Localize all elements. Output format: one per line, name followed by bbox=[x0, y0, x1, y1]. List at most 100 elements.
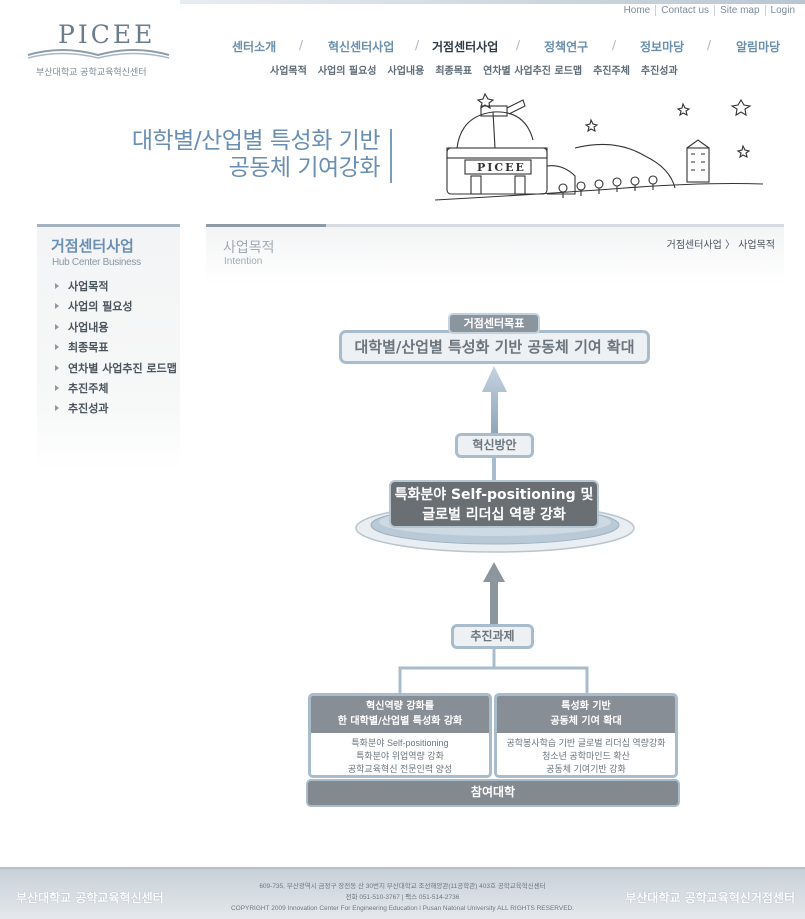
tasks-label: 추진과제 bbox=[451, 624, 534, 649]
lnb-menu: 사업목적 사업의 필요성 사업내용 최종목표 연차별 사업추진 로드맵 추진주체… bbox=[55, 279, 177, 422]
up-arrow-core bbox=[483, 562, 505, 624]
task-left-title1: 혁신역량 강화를 bbox=[366, 701, 434, 712]
nav-divider: / bbox=[707, 38, 712, 52]
lnb-item-content[interactable]: 사업내용 bbox=[55, 320, 177, 340]
nav-hub-center[interactable]: 거점센터사업 bbox=[432, 40, 499, 54]
task-box-left: 혁신역량 강화를 한 대학별/산업별 특성화 강화 특화분야 Self-posi… bbox=[308, 693, 492, 778]
task-left-item: 특화분야 위업역량 강화 bbox=[356, 751, 444, 761]
task-right-title1: 특성화 기반 bbox=[561, 701, 611, 712]
task-right-title2: 공동체 기여 확대 bbox=[550, 716, 622, 727]
subnav-item[interactable]: 사업내용 bbox=[387, 66, 425, 77]
lnb-item-purpose[interactable]: 사업목적 bbox=[55, 279, 177, 299]
open-book-icon bbox=[27, 49, 170, 59]
nav-innovation-center[interactable]: 혁신센터사업 bbox=[328, 40, 395, 54]
lnb-item-necessity[interactable]: 사업의 필요성 bbox=[55, 299, 177, 319]
core-strategy-box: 특화분야 Self-positioning 및 글로벌 리더십 역량 강화 bbox=[389, 480, 599, 528]
task-right-item: 청소년 공학마인드 확산 bbox=[542, 751, 630, 761]
page-subtitle: Intention bbox=[224, 256, 263, 267]
lnb-item-organizer[interactable]: 추진주체 bbox=[55, 381, 177, 401]
task-left-item: 특화분야 Self-positioning bbox=[351, 738, 449, 748]
lnb-item-label: 추진성과 bbox=[68, 402, 109, 416]
up-arrow-goal bbox=[482, 366, 507, 433]
footer-org-right: 부산대학교 공학교육혁신거점센터 bbox=[625, 891, 795, 905]
lnb-item-label: 추진주체 bbox=[68, 381, 109, 395]
subnav-item[interactable]: 추진주체 bbox=[593, 66, 630, 77]
hub-center-goal-label: 거점센터목표 bbox=[448, 313, 540, 334]
task-right-item: 공동체 기여기반 강화 bbox=[546, 764, 626, 774]
nav-divider: / bbox=[415, 38, 420, 52]
task-right-header: 특성화 기반 공동체 기여 확대 bbox=[497, 696, 675, 733]
bullet-arrow-icon bbox=[55, 384, 59, 391]
lnb-item-final-goal[interactable]: 최종목표 bbox=[55, 340, 177, 360]
login-link[interactable]: Login bbox=[770, 5, 795, 16]
sitemap-link[interactable]: Site map bbox=[715, 5, 766, 16]
visual-divider bbox=[390, 129, 392, 183]
content-header: 사업목적 Intention 거점센터사업 〉 사업목적 bbox=[206, 224, 784, 284]
lnb-subtitle: Hub Center Business bbox=[52, 257, 141, 268]
innovation-plan-label: 혁신방안 bbox=[455, 433, 534, 458]
lnb-item-label: 연차별 사업추진 로드맵 bbox=[68, 361, 177, 375]
lnb-item-label: 사업의 필요성 bbox=[68, 300, 133, 314]
page-title: 사업목적 bbox=[223, 240, 275, 256]
task-left-title2: 한 대학별/산업별 특성화 강화 bbox=[337, 716, 463, 727]
utility-links: Home Contact us Site map Login bbox=[619, 5, 795, 16]
subnav-item[interactable]: 추진성과 bbox=[640, 66, 678, 77]
core-strategy-line1: 특화분야 Self-positioning 및 bbox=[394, 487, 594, 503]
participating-universities-bar: 참여대학 bbox=[306, 779, 680, 807]
nav-info[interactable]: 정보마당 bbox=[640, 40, 685, 54]
nav-notice[interactable]: 알림마당 bbox=[736, 40, 781, 54]
task-box-right: 특성화 기반 공동체 기여 확대 공학봉사학습 기반 글로벌 리더십 역량강화 … bbox=[494, 693, 678, 778]
footer-contact: 전화 051-510-3767 | 팩스 051-514-2736 bbox=[345, 894, 460, 901]
task-right-item: 공학봉사학습 기반 글로벌 리더십 역량강화 bbox=[506, 738, 666, 748]
subnav-item[interactable]: 사업의 필요성 bbox=[317, 66, 377, 77]
lnb-item-label: 사업목적 bbox=[68, 280, 109, 293]
left-navigation: 거점센터사업 Hub Center Business 사업목적 사업의 필요성 … bbox=[37, 224, 180, 470]
lnb-item-results[interactable]: 추진성과 bbox=[55, 401, 177, 421]
bullet-arrow-icon bbox=[55, 323, 59, 330]
home-link[interactable]: Home bbox=[619, 5, 657, 16]
observatory-illustration: PICEE bbox=[434, 92, 764, 201]
nav-divider: / bbox=[612, 38, 617, 52]
nav-divider: / bbox=[299, 38, 304, 52]
bullet-arrow-icon bbox=[55, 344, 59, 351]
site-footer: 부산대학교 공학교육혁신센터 609-735, 부산광역시 금정구 장전동 산 … bbox=[0, 867, 805, 919]
sub-navigation: 사업목적 사업의 필요성 사업내용 최종목표 연차별 사업추진 로드맵 추진주체… bbox=[270, 62, 678, 77]
bullet-arrow-icon bbox=[55, 364, 59, 371]
logo-wordmark: PICEE bbox=[58, 20, 156, 49]
logo-subtitle: 부산대학교 공학교육혁신센터 bbox=[36, 68, 147, 78]
footer-org-left: 부산대학교 공학교육혁신센터 bbox=[16, 891, 164, 905]
task-right-body: 공학봉사학습 기반 글로벌 리더십 역량강화 청소년 공학마인드 확산 공동체 … bbox=[497, 733, 675, 775]
lnb-item-roadmap[interactable]: 연차별 사업추진 로드맵 bbox=[55, 361, 177, 381]
visual-slogan-line1: 대학별/산업별 특성화 기반 bbox=[131, 128, 381, 154]
nav-center-intro[interactable]: 센터소개 bbox=[232, 40, 277, 54]
top-accent-bar bbox=[180, 0, 805, 4]
subnav-item[interactable]: 최종목표 bbox=[435, 66, 473, 77]
lnb-title: 거점센터사업 bbox=[51, 237, 134, 255]
core-strategy-line2: 글로벌 리더십 역량 강화 bbox=[422, 507, 566, 523]
bullet-arrow-icon bbox=[55, 303, 59, 310]
bullet-arrow-icon bbox=[55, 283, 59, 289]
task-left-item: 공학교육혁신 전문인력 양성 bbox=[347, 764, 453, 774]
visual-slogan: 대학별/산업별 특성화 기반 공동체 기여강화 bbox=[131, 128, 381, 182]
footer-address: 609-735, 부산광역시 금정구 장전동 산 30번지 부산대학교 조선해양… bbox=[259, 883, 546, 890]
nav-divider: / bbox=[516, 38, 521, 52]
contact-link[interactable]: Contact us bbox=[656, 5, 716, 16]
lnb-item-label: 사업내용 bbox=[68, 320, 109, 334]
main-navigation: 센터소개 / 혁신센터사업 / 거점센터사업 / 정책연구 / 정보마당 / 알… bbox=[232, 38, 792, 56]
nav-policy-research[interactable]: 정책연구 bbox=[544, 40, 589, 54]
footer-copyright: COPYRIGHT 2009 Innovation Center For Eng… bbox=[230, 905, 575, 912]
visual-slogan-line2: 공동체 기여강화 bbox=[228, 155, 381, 181]
subnav-item[interactable]: 사업목적 bbox=[270, 66, 307, 77]
lnb-item-label: 최종목표 bbox=[68, 341, 109, 355]
breadcrumb: 거점센터사업 〉 사업목적 bbox=[666, 240, 775, 251]
subnav-item[interactable]: 연차별 사업추진 로드맵 bbox=[483, 66, 583, 77]
observatory-sign: PICEE bbox=[477, 161, 526, 174]
hub-center-goal-box: 대학별/산업별 특성화 기반 공동체 기여 확대 bbox=[339, 330, 650, 364]
footer-info: 609-735, 부산광역시 금정구 장전동 산 30번지 부산대학교 조선해양… bbox=[200, 881, 605, 914]
content-header-accent bbox=[206, 224, 326, 227]
task-left-header: 혁신역량 강화를 한 대학별/산업별 특성화 강화 bbox=[311, 696, 489, 733]
bullet-arrow-icon bbox=[55, 405, 59, 412]
task-left-body: 특화분야 Self-positioning 특화분야 위업역량 강화 공학교육혁… bbox=[311, 733, 489, 775]
site-logo[interactable]: PICEE 부산대학교 공학교육혁신센터 bbox=[26, 20, 171, 80]
